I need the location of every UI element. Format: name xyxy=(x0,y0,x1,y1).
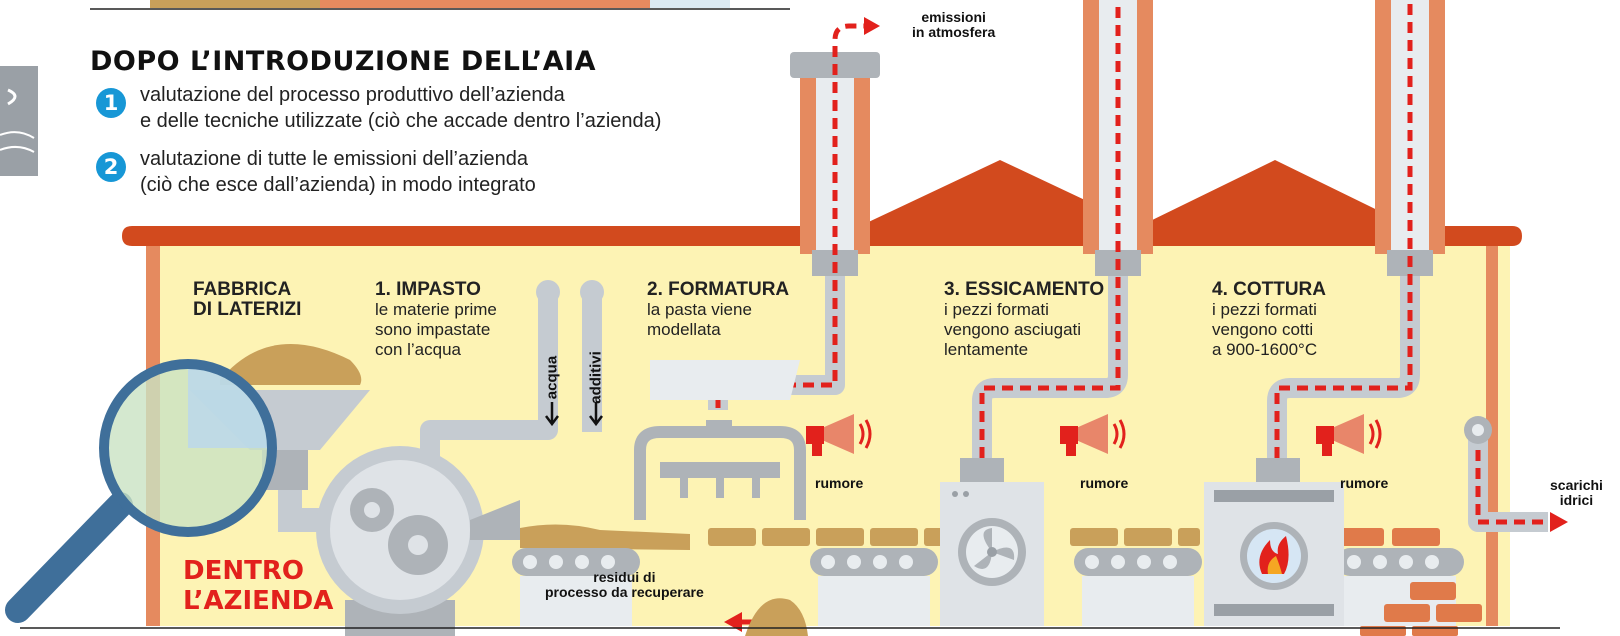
stage-3-line-2: vengono asciugati xyxy=(944,320,1082,339)
stage-1-text: 1. IMPASTO le materie prime sono impasta… xyxy=(375,280,497,360)
inside-company-line-1: DENTRO xyxy=(183,556,304,586)
stage-4-line-1: i pezzi formati xyxy=(1212,300,1317,319)
roof xyxy=(122,160,1522,246)
point-2-line-2: (ciò che esce dall’azienda) in modo inte… xyxy=(140,174,536,196)
residues-label: residui di processo da recuperare xyxy=(545,570,704,600)
stage-2-title: 2. FORMATURA xyxy=(647,279,790,300)
stage-1-title: 1. IMPASTO xyxy=(375,279,481,300)
factory-name: FABBRICA DI LATERIZI xyxy=(193,280,301,320)
point-2-line-1: valutazione di tutte le emissioni dell’a… xyxy=(140,148,529,170)
factory-name-line-1: FABBRICA xyxy=(193,279,292,300)
noise-label-1: rumore xyxy=(815,475,864,491)
point-1-line-1: valutazione del processo produttivo dell… xyxy=(140,84,565,106)
point-1-badge: 1 xyxy=(96,88,126,118)
point-2-badge: 2 xyxy=(96,152,126,182)
noise-label-3: rumore xyxy=(1340,475,1389,491)
kiln-machine xyxy=(1204,458,1344,626)
water-discharge-line-2: idrici xyxy=(1559,492,1594,508)
inside-company-line-2: L’AZIENDA xyxy=(183,586,334,616)
additives-input-label: additivi xyxy=(587,351,605,404)
input-arrows xyxy=(545,402,603,427)
stage-3-line-1: i pezzi formati xyxy=(944,300,1049,319)
conveyors xyxy=(512,548,1464,626)
side-tab xyxy=(0,66,38,176)
stage-3-line-3: lentamente xyxy=(944,340,1029,359)
emissions-label-line-2: in atmosfera xyxy=(912,24,996,40)
water-input-label: acqua xyxy=(543,355,561,400)
stage-4-line-3: a 900-1600°C xyxy=(1212,340,1318,359)
stage-4-line-2: vengono cotti xyxy=(1212,320,1314,339)
pipe-caps xyxy=(536,280,1492,444)
stage-3-text: 3. ESSICAMENTO i pezzi formati vengono a… xyxy=(944,280,1104,360)
flow-arrowheads xyxy=(724,17,1568,632)
clay-strip xyxy=(520,524,690,550)
stage-1-line-2: sono impastate xyxy=(375,320,491,339)
megaphone-icons xyxy=(806,414,1382,456)
residues-label-line-2: processo da recuperare xyxy=(545,584,704,600)
previous-section-remnant xyxy=(90,0,790,10)
noise-label-2: rumore xyxy=(1080,475,1129,491)
section-title: DOPO L’INTRODUZIONE DELL’AIA xyxy=(90,46,597,77)
stage-3-title: 3. ESSICAMENTO xyxy=(944,279,1105,300)
emissions-label-line-1: emissioni xyxy=(921,9,986,25)
stage-4-title: 4. COTTURA xyxy=(1212,279,1326,300)
emissions-label: emissioni in atmosfera xyxy=(912,10,995,40)
magnifier-icon xyxy=(5,359,277,623)
point-1-line-2: e delle tecniche utilizzate (ciò che acc… xyxy=(140,110,662,132)
stage-1-line-3: con l’acqua xyxy=(375,340,462,359)
residue-pile xyxy=(745,598,808,636)
factory-name-line-2: DI LATERIZI xyxy=(193,299,302,320)
dryer-machine xyxy=(940,458,1044,626)
stage-2-line-2: modellata xyxy=(647,320,721,339)
emission-flows xyxy=(715,0,1550,525)
stage-4-text: 4. COTTURA i pezzi formati vengono cotti… xyxy=(1212,280,1326,360)
mixer-machine xyxy=(316,446,520,636)
stage-1-line-1: le materie prime xyxy=(375,300,497,319)
residues-label-line-1: residui di xyxy=(593,569,656,585)
press-machine xyxy=(634,360,806,520)
water-discharge-label: scarichi idrici xyxy=(1550,478,1603,508)
stage-2-text: 2. FORMATURA la pasta viene modellata xyxy=(647,280,789,340)
water-discharge-line-1: scarichi xyxy=(1550,477,1603,493)
stage-2-line-1: la pasta viene xyxy=(647,300,752,319)
formed-bricks xyxy=(708,528,1482,636)
inside-company-label: DENTRO L’AZIENDA xyxy=(183,556,333,616)
